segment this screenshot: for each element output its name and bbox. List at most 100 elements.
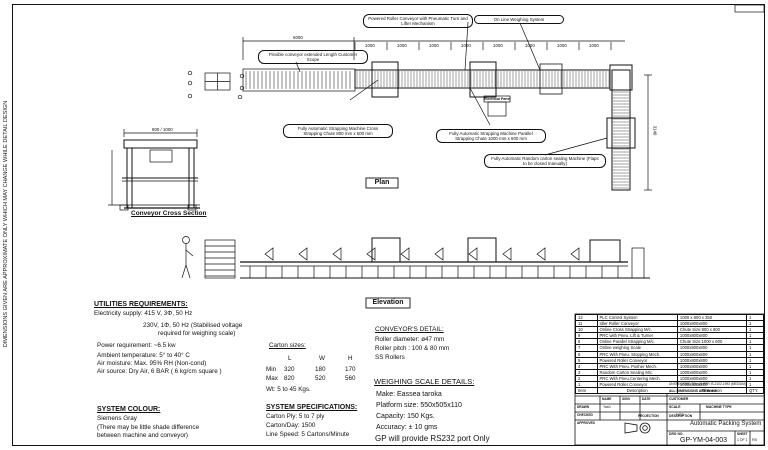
tb-drawn-label: DRAWN	[577, 405, 590, 409]
tb-drawn-by: Yash	[603, 405, 611, 409]
parallel-strapping-frame	[469, 61, 497, 98]
bom-cell-dim: 1000 x 800 x 250	[676, 313, 748, 322]
colour-line-1: Siemens Gray	[97, 415, 137, 422]
cross-section-dim: 800 / 1000	[152, 127, 173, 132]
elev-sealer	[589, 239, 621, 263]
carton-col-w: W	[319, 355, 325, 362]
carton-weight: Wt: 5 to 45 Kgs.	[266, 386, 311, 393]
bom-header-row: Item Description Dimension QTY.	[575, 387, 764, 395]
callout-flexible-conveyor: Flexible conveyor extended Length Custom…	[258, 50, 368, 64]
carton-col-l: L	[288, 355, 292, 362]
carton-max-w: 520	[315, 375, 326, 382]
tb-sign-label: SIGN	[622, 397, 630, 401]
bom-cell-desc: Online Parallel Strapping M/c.	[596, 338, 678, 346]
elev-parallel-strapper	[467, 237, 497, 263]
carton-min-l: 320	[284, 366, 295, 373]
tb-rev: R0	[752, 437, 758, 442]
bom-header-desc: Description	[596, 387, 678, 395]
vertical-conveyor	[611, 69, 631, 191]
roller-line-2: Roller pitch : 100 & 80 mm	[375, 345, 450, 352]
callout-parallel-strapping: Fully Automatic Strapping Machine Parall…	[436, 129, 546, 143]
spec-line-1: Carton Ply: 5 to 7 ply	[266, 413, 325, 420]
plan-dim-label: 1000	[461, 43, 471, 48]
bom-header-qty: QTY.	[746, 387, 764, 395]
tb-scale-value: NTS	[676, 412, 684, 417]
utilities-line-1: Electricity supply: 415 V, 3Φ, 50 Hz	[94, 310, 193, 317]
side-note: DIMENSIONS GIVEN ARE APPROXIMATE ONLY WH…	[3, 100, 9, 348]
utilities-line-7: Air source: Dry Air, 6 BAR ( 6 kg/cm squ…	[97, 368, 222, 375]
roller-heading: CONVEYOR'S DETAIL:	[375, 326, 444, 333]
tb-sheet-label: SHEET	[737, 432, 748, 436]
flow-arrow	[400, 247, 410, 261]
tb-description-label: DESCRIPTION	[669, 414, 693, 418]
main-roller-conveyor	[354, 69, 611, 89]
bom-cell-desc: PRC With Pneu. Pusher Mech.	[596, 362, 678, 370]
spec-heading: SYSTEM SPECIFICATIONS:	[266, 404, 358, 411]
plan-view	[187, 21, 652, 191]
utilities-line-6: Air moisture: Max. 95% RH (Non-cond)	[97, 360, 207, 367]
tb-projection-label: PROJECTION	[638, 414, 659, 418]
plan-dim-label: 1000	[557, 43, 567, 48]
flow-arrow	[502, 247, 512, 261]
corner-turn-unit	[609, 64, 633, 91]
cross-strapping-frame	[371, 61, 399, 98]
tb-drawing-no-label: DRG NO.	[669, 432, 684, 436]
utilities-line-4: Power requirement: ~6.5 kw	[97, 342, 176, 349]
plan-label-box	[365, 177, 399, 189]
carton-max-l: 820	[284, 375, 295, 382]
plan-dim-label: 1000	[525, 43, 535, 48]
bom-cell-desc: PRC With Pneu. Stopping Mech.	[596, 350, 678, 358]
roller-line-3: SS Rollers	[375, 354, 405, 361]
bom-cell-desc: Idler Roller Conveyor	[596, 320, 678, 328]
callout-cross-strapping: Fully Automatic Strapping Machine Cross …	[283, 124, 393, 138]
flow-arrow	[434, 247, 444, 261]
tb-sheet: 1 OF 1	[737, 438, 748, 442]
tb-customer-label: CUSTOMER	[669, 397, 689, 401]
carton-min-h: 170	[345, 366, 356, 373]
weighing-line-4: Accuracy: ± 10 gms	[376, 424, 438, 431]
weighing-line-1: Make: Eassea taroka	[376, 391, 442, 398]
utilities-heading: UTILITIES REQUIREMENTS:	[94, 301, 188, 308]
bom-cell-dim: Chute Size:800 x 600	[676, 326, 748, 334]
utilities-line-3: required for weighing scale)	[158, 330, 236, 337]
bom-cell-desc: Powered Roller Conveyor	[596, 381, 678, 389]
anchor-symbol	[187, 93, 193, 99]
callout-control-panel: Electrical Panel	[484, 97, 511, 101]
spec-line-2: Carton/Day: 1500	[266, 422, 316, 429]
sealing-machine-frame	[606, 117, 636, 149]
plan-dim-label: 1000	[397, 43, 407, 48]
carton-max-h: 560	[345, 375, 356, 382]
colour-heading: SYSTEM COLOUR:	[97, 406, 161, 413]
tb-date-label: DATE	[642, 397, 651, 401]
weighing-heading: WEIGHING SCALE DETAILS:	[374, 377, 475, 386]
elev-cross-strapper	[371, 237, 401, 263]
carton-max-label: Max	[266, 375, 278, 382]
utilities-line-2: 230V, 1Φ, 50 Hz (Stabilised voltage	[143, 322, 243, 329]
bom-cell-desc: Online Cross Strapping M/c.	[596, 326, 678, 334]
anchor-symbol	[187, 70, 193, 76]
tb-drawing-no: GP-YM-04-003	[680, 437, 728, 444]
bom-cell-desc: PRC with Pneu. Lift & Turner	[596, 332, 678, 340]
bom-cell-dim: Chute Size:1000 x 600	[676, 338, 748, 346]
callout-powered-roller: Powered Roller Conveyor with Pneumatic T…	[363, 14, 473, 28]
sheet-border	[12, 4, 765, 446]
plan-title: Plan	[374, 179, 390, 186]
spec-line-3: Line Speed: 5 Cartons/Minute	[266, 431, 350, 438]
bom-cell-desc: Online weighing Scale	[596, 344, 678, 352]
bom-cell-desc: Powered Roller Conveyor	[596, 356, 678, 364]
carton-heading: Carton sizes:	[269, 342, 306, 349]
carton-stack	[204, 239, 236, 279]
weighing-line-2: Platform size: 550x505x110	[376, 402, 462, 409]
plan-dim-label: 1000	[493, 43, 503, 48]
callout-online-weighing: On Line Weighing System	[474, 15, 564, 24]
flow-arrow	[366, 247, 376, 261]
tb-name-label: NAME	[602, 397, 612, 401]
elev-panel	[631, 247, 645, 279]
anchor-symbol	[237, 94, 243, 100]
colour-line-3: between machine and conveyor)	[97, 432, 189, 439]
